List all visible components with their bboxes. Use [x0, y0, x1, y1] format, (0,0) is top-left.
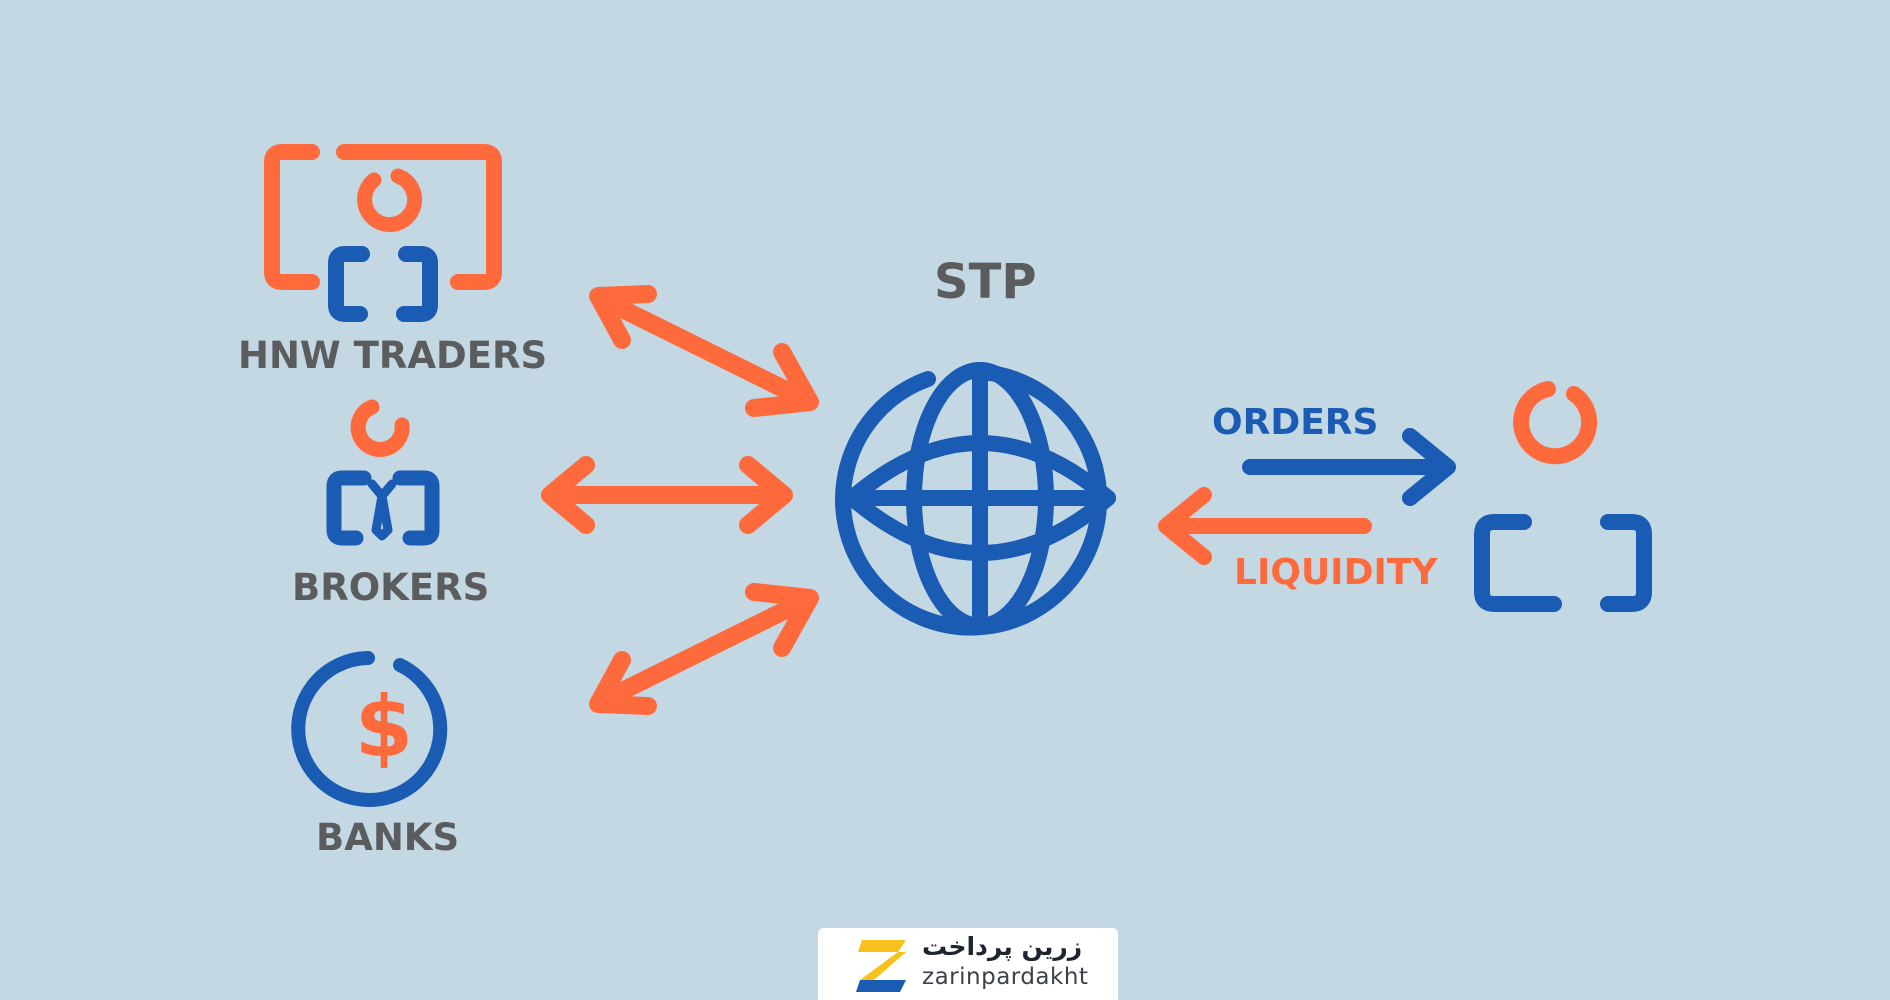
orders-arrow [1242, 428, 1456, 506]
double-arrow-banks-stp [589, 583, 819, 715]
liquidity-provider-person-icon [1474, 381, 1652, 612]
svg-text:$: $ [355, 678, 413, 776]
banks-label: BANKS [316, 816, 460, 859]
brokers-label: BROKERS [292, 566, 490, 609]
logo-persian-name: زرین پرداخت [922, 932, 1083, 961]
zarinpardakht-logo: زرین پرداخت zarinpardakht [818, 928, 1118, 1000]
hnw-traders-label: HNW TRADERS [238, 334, 548, 377]
stp-title: STP [934, 254, 1037, 310]
liquidity-label: LIQUIDITY [1234, 552, 1438, 593]
double-arrow-brokers-stp [541, 456, 793, 534]
logo-english-name: zarinpardakht [922, 964, 1089, 990]
orders-label: ORDERS [1212, 402, 1379, 443]
zarinpardakht-logo-icon [856, 940, 906, 992]
bank-dollar-icon: $ [291, 651, 448, 807]
double-arrow-hnw-stp [589, 285, 819, 417]
broker-person-icon [326, 399, 440, 546]
globe-icon [835, 362, 1116, 636]
trader-monitor-icon [264, 144, 502, 322]
liquidity-arrow [1158, 487, 1372, 565]
